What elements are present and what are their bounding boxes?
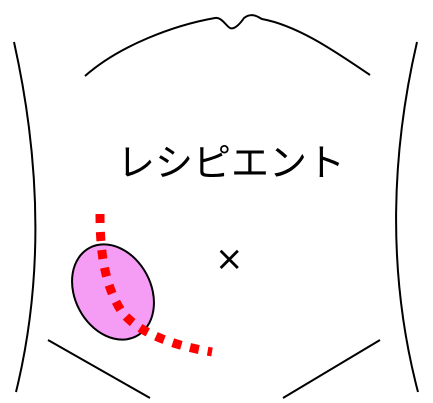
recipient-label: レシピエント <box>117 141 345 185</box>
torso-right-outline <box>396 42 418 392</box>
torso-left-outline <box>14 42 35 392</box>
chest-arch-outline <box>85 15 370 76</box>
groin-left-line <box>48 340 150 398</box>
groin-right-line <box>283 340 380 398</box>
navel-mark: × <box>215 239 244 279</box>
